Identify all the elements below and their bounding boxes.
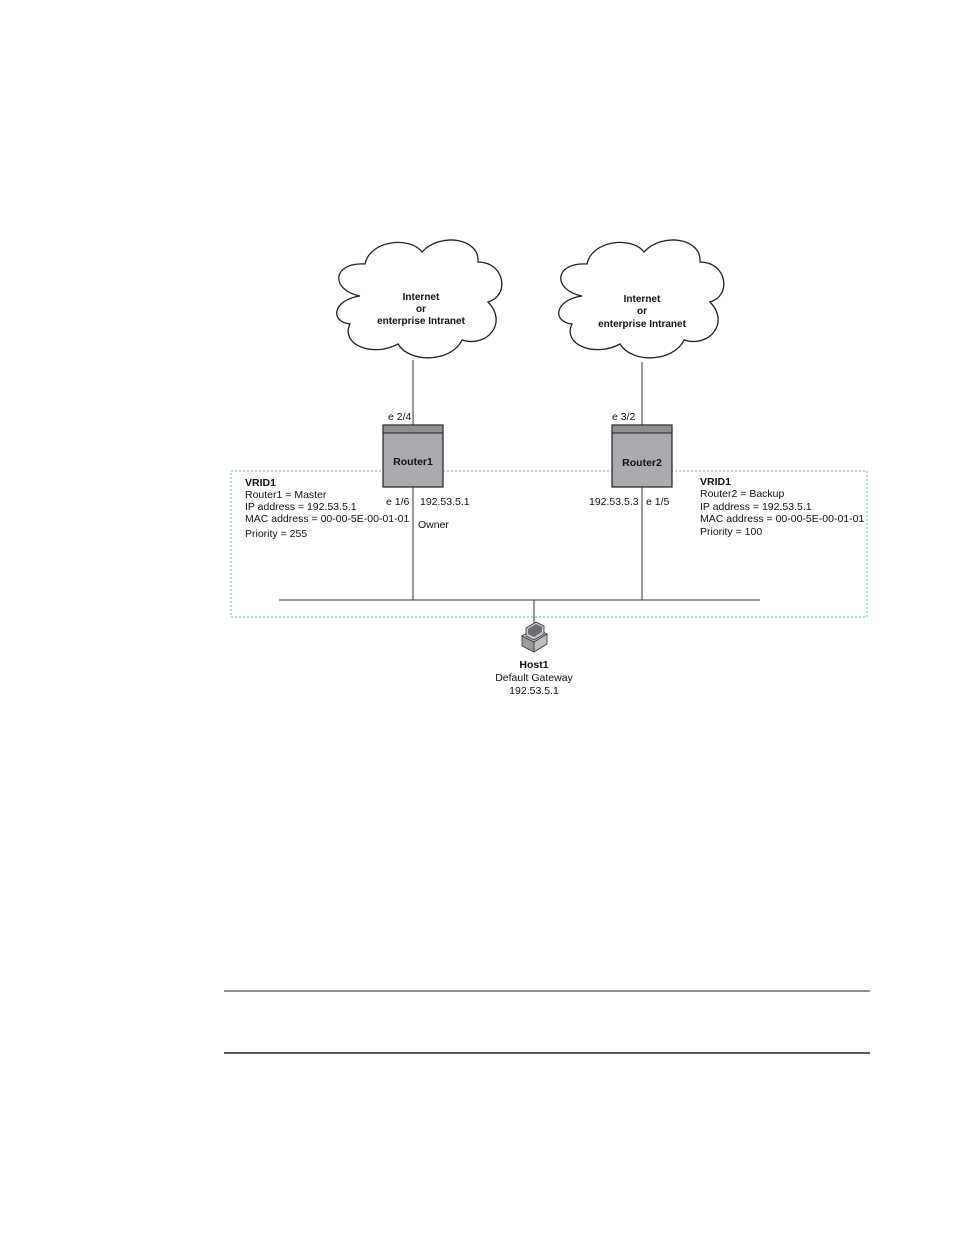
router2-body <box>611 424 673 488</box>
cloud-right-line1: Internet <box>624 294 661 305</box>
host1-gateway-ip: 192.53.5.1 <box>509 685 559 697</box>
router1-label: Router1 <box>393 456 433 468</box>
vrid-right-line: Priority = 100 <box>700 526 762 538</box>
vrid-left-title: VRID1 <box>245 477 276 489</box>
cloud-right: Internet or enterprise Intranet <box>558 239 725 359</box>
router1-ip: 192.53.5.1 <box>420 496 470 508</box>
host1-name: Host1 <box>519 659 548 671</box>
vrid-boundary <box>230 470 868 618</box>
computer-icon <box>521 621 548 653</box>
router2-band <box>611 424 673 434</box>
router1: Router1 <box>382 424 444 488</box>
vrid-right-title: VRID1 <box>700 476 731 488</box>
router1-upper-port: e 2/4 <box>388 411 412 423</box>
cloud-right-line2: or <box>637 306 647 317</box>
vrid-left-line: Router1 = Master <box>245 489 327 501</box>
cloud-right-line3: enterprise Intranet <box>598 319 686 330</box>
vrid-right-info: VRID1 Router2 = Backup IP address = 192.… <box>700 476 864 538</box>
cloud-left-line3: enterprise Intranet <box>377 316 465 327</box>
router1-lower-port: e 1/6 <box>386 496 410 508</box>
router2-ip: 192.53.5.3 <box>589 496 639 508</box>
cloud-left-line1: Internet <box>403 292 440 303</box>
router2-upper-port: e 3/2 <box>612 411 636 423</box>
vrid-right-line: Router2 = Backup <box>700 488 785 500</box>
cloud-left: Internet or enterprise Intranet <box>336 239 503 359</box>
vrid-right-line: IP address = 192.53.5.1 <box>700 501 812 513</box>
router2-lower-port: e 1/5 <box>646 496 670 508</box>
vrid-right-line: MAC address = 00-00-5E-00-01-01 <box>700 513 864 525</box>
router2-label: Router2 <box>622 457 662 469</box>
host1-gateway-label: Default Gateway <box>495 672 573 684</box>
cloud-left-line2: or <box>416 304 426 315</box>
router2: Router2 <box>611 424 673 488</box>
vrid-left-info: VRID1 Router1 = Master IP address = 192.… <box>245 477 409 540</box>
router1-band <box>382 424 444 434</box>
cloud-left-shape <box>336 239 503 359</box>
vrid-left-line: Priority = 255 <box>245 528 307 540</box>
router1-owner-note: Owner <box>418 519 449 531</box>
cloud-right-shape <box>558 239 725 359</box>
vrid-left-line: IP address = 192.53.5.1 <box>245 501 357 513</box>
vrid-left-line: MAC address = 00-00-5E-00-01-01 <box>245 513 409 525</box>
